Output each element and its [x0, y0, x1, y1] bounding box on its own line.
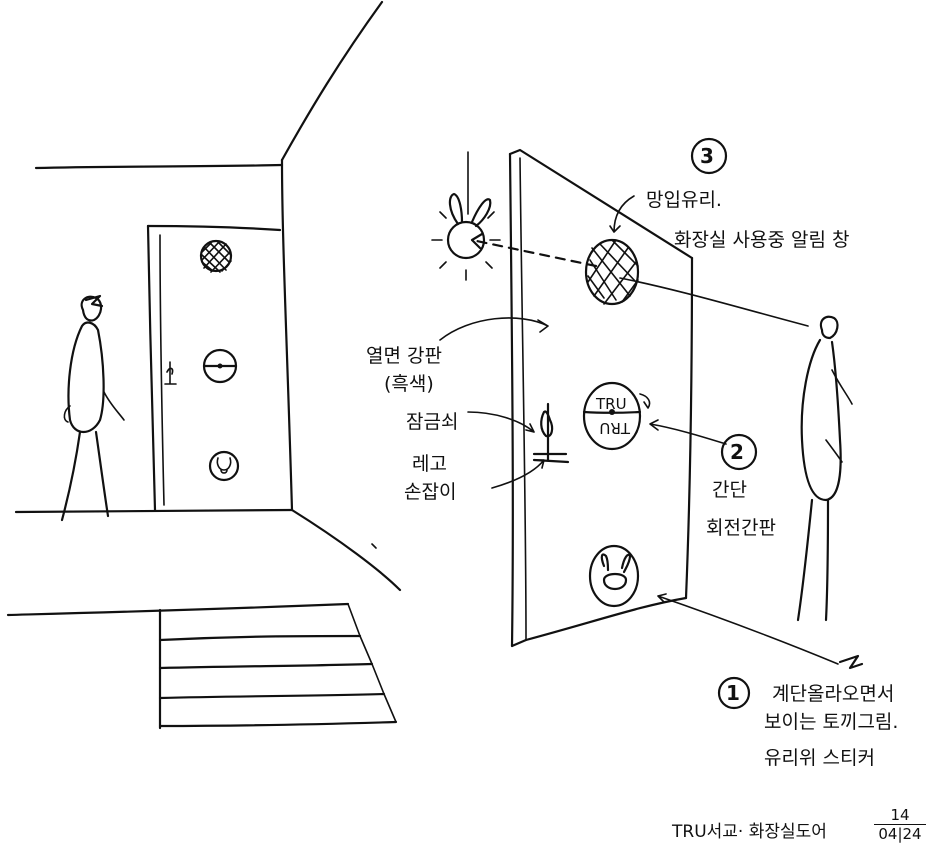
arrow-1: [657, 593, 839, 665]
sign-text-bottom: TRU: [599, 419, 630, 437]
person-left: [60, 294, 125, 522]
footer-date-top: 14: [890, 806, 910, 824]
footer-caption: TRU서교· 화장실도어: [672, 822, 827, 842]
label-number-2: 2: [730, 440, 744, 464]
left-door-knob-icon: [164, 361, 177, 385]
arrow-3: [609, 195, 635, 233]
left-door: [146, 224, 282, 512]
sightline-person: [619, 277, 809, 327]
circle-2: [720, 433, 758, 471]
annotation-2-line1: 간단: [712, 479, 747, 501]
arrow-1-feather-icon: [838, 654, 864, 670]
label-number-3: 3: [700, 144, 714, 168]
annotation-knob-line1: 열면 강판: [366, 345, 442, 367]
arrow-knob: [439, 317, 549, 341]
annotation-1-line1: 계단올라오면서: [772, 683, 895, 705]
circle-1: [717, 676, 751, 710]
annotation-lock: 잠금쇠: [406, 411, 459, 433]
annotation-lever-line1: 레고: [412, 453, 447, 475]
sign-text-top: TRU: [596, 395, 627, 413]
mesh-glass-window-icon: [584, 238, 640, 306]
label-number-1: 1: [726, 681, 740, 705]
arrow-lever: [491, 459, 545, 489]
circle-3: [690, 137, 728, 175]
arrow-lock: [467, 411, 535, 433]
annotation-1-line3: 유리위 스티커: [764, 747, 875, 769]
annotation-3-line2: 화장실 사용중 알림 창: [674, 229, 850, 251]
rotating-sign-big-icon: [582, 381, 651, 451]
annotation-3-line1: 망입유리.: [646, 189, 722, 211]
annotation-2-line2: 회전간판: [706, 517, 776, 539]
rabbit-sticker-big-icon: [588, 544, 640, 608]
annotation-1-line2: 보이는 토끼그림.: [764, 711, 899, 733]
door-lock-and-lever-icon: [532, 402, 570, 464]
rabbit-sticker-icon: [208, 450, 240, 482]
annotation-lever-line2: 손잡이: [404, 481, 457, 503]
dashed-sightline: [470, 238, 598, 268]
arrow-2: [649, 419, 727, 445]
footer-date: 14 04|24: [874, 806, 926, 843]
lamp-arrow-head: [470, 232, 484, 250]
annotation-knob-line2: (흑색): [384, 373, 434, 395]
corridor-walls: [6, 0, 402, 617]
mesh-window-icon: [199, 239, 233, 273]
stairs: [158, 603, 398, 730]
footer-date-bottom: 04|24: [874, 824, 926, 843]
rabbit-lamp-icon: [431, 151, 501, 281]
stray-mark: [371, 543, 377, 549]
person-right: [796, 315, 853, 622]
